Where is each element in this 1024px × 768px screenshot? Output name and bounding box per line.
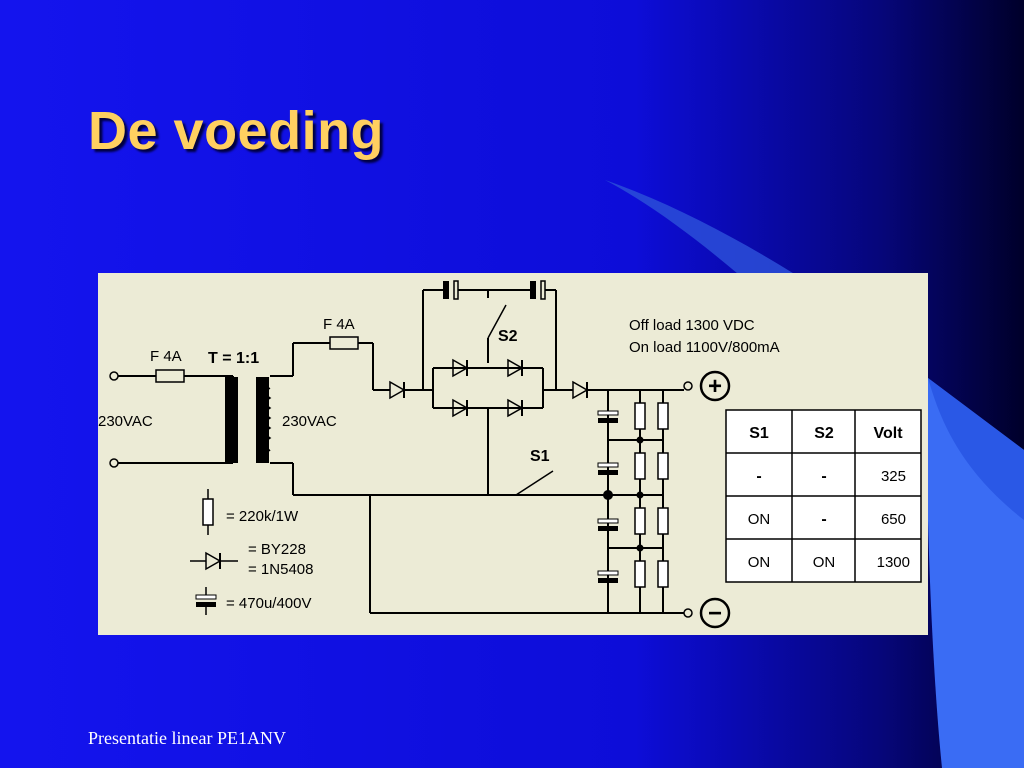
- svg-text:= 220k/1W: = 220k/1W: [226, 508, 299, 525]
- table-cell: -: [756, 468, 761, 485]
- table-cell: ON: [748, 511, 771, 528]
- svg-text:= BY228: = BY228: [248, 541, 306, 558]
- diode-input: [389, 380, 406, 400]
- label-primary-voltage: 230VAC: [98, 413, 153, 430]
- switch-s1: [515, 470, 608, 496]
- table-cell: 325: [881, 468, 906, 485]
- input-terminal-top: [109, 371, 119, 381]
- transformer: [225, 377, 272, 463]
- filter-capacitor-4: [597, 570, 619, 583]
- secondary-fuse: [329, 336, 359, 350]
- table-cell: 1300: [877, 554, 910, 571]
- minus-sign: −: [708, 600, 722, 627]
- table-header-s1: S1: [749, 425, 769, 442]
- legend-capacitor: = 470u/400V: [195, 587, 312, 615]
- capacitor-icon: [195, 594, 217, 600]
- table-header-volt: Volt: [873, 425, 903, 442]
- label-switch-s2: S2: [498, 328, 518, 345]
- label-transformer: T = 1:1: [208, 350, 259, 367]
- svg-text:= 1N5408: = 1N5408: [248, 561, 313, 578]
- circuit-schematic: + − F 4A F 4A T = 1:1 230VAC 230VAC S1 S…: [98, 280, 922, 629]
- circuit-diagram-panel: + − F 4A F 4A T = 1:1 230VAC 230VAC S1 S…: [98, 273, 928, 635]
- svg-text:= 470u/400V: = 470u/400V: [226, 595, 312, 612]
- plus-terminal-icon: [699, 370, 731, 402]
- input-fuse: [155, 369, 185, 383]
- diode-icon: [205, 551, 222, 571]
- input-terminal-bottom: [109, 458, 119, 468]
- label-fuse-input: F 4A: [150, 348, 182, 365]
- diode-output: [572, 380, 589, 400]
- switch-s2: [487, 304, 507, 363]
- bridge-diode-2: [507, 358, 524, 378]
- minus-terminal-icon: [699, 597, 731, 629]
- table-cell: ON: [748, 554, 771, 571]
- filter-capacitor-2: [597, 462, 619, 475]
- table-cell: -: [821, 468, 826, 485]
- output-terminal-minus: [683, 608, 693, 618]
- label-off-load: Off load 1300 VDC: [629, 317, 755, 334]
- table-cell: -: [821, 511, 826, 528]
- filter-capacitor-1: [597, 410, 619, 423]
- legend-resistor: = 220k/1W: [202, 489, 299, 535]
- slide-footer: Presentatie linear PE1ANV: [88, 728, 286, 748]
- resistor-icon: [202, 498, 214, 526]
- bridge-diode-3: [452, 398, 469, 418]
- output-terminal-plus: [683, 381, 693, 391]
- table-cell: 650: [881, 511, 906, 528]
- label-fuse-secondary: F 4A: [323, 316, 355, 333]
- legend-diode: = BY228 = 1N5408: [190, 541, 313, 578]
- label-on-load: On load 1100V/800mA: [629, 339, 780, 356]
- plus-sign: +: [708, 373, 722, 400]
- label-switch-s1: S1: [530, 448, 550, 465]
- capacitor-s2-right: [530, 280, 546, 300]
- capacitor-s2-left: [443, 280, 459, 300]
- table-cell: ON: [813, 554, 836, 571]
- bridge-diode-4: [507, 398, 524, 418]
- bridge-diode-1: [452, 358, 469, 378]
- filter-capacitor-3: [597, 518, 619, 531]
- slide-title: De voeding: [88, 101, 385, 161]
- table-header-s2: S2: [814, 425, 834, 442]
- label-secondary-voltage: 230VAC: [282, 413, 337, 430]
- switch-voltage-table: S1 S2 Volt - - 325 ON - 650 ON ON 1300: [725, 409, 922, 583]
